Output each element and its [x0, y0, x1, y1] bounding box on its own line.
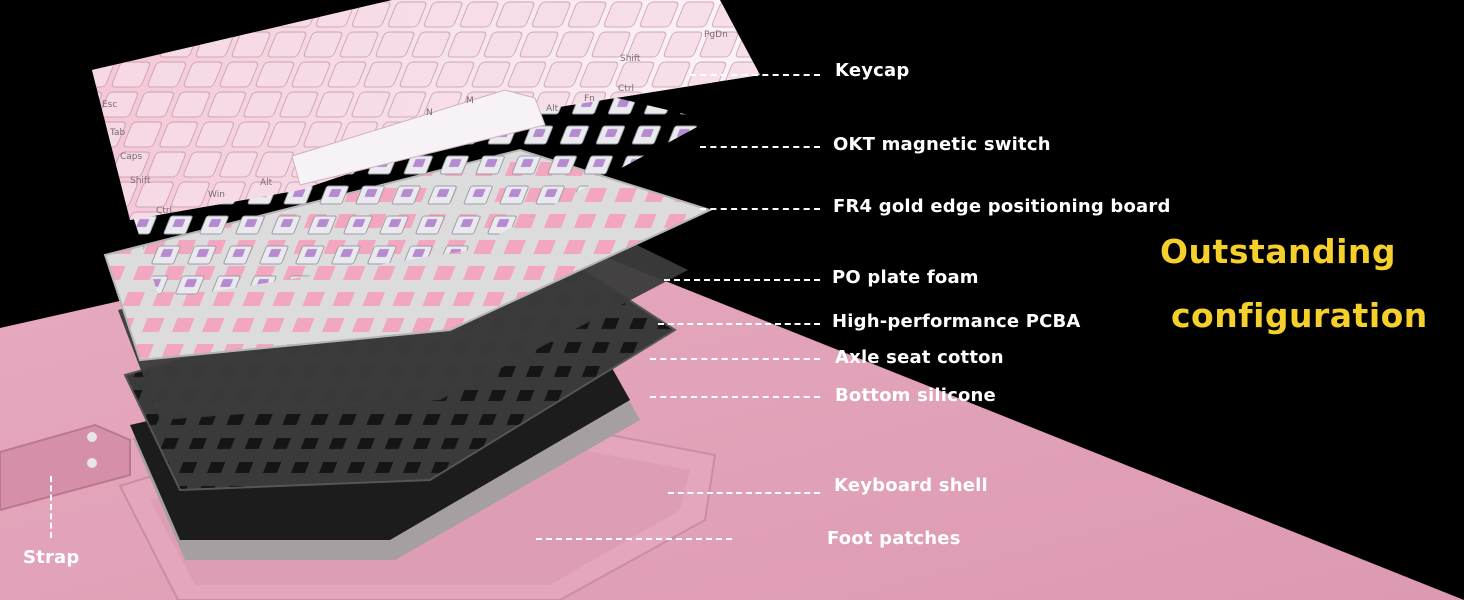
label-keycap: Keycap: [835, 60, 910, 81]
key-legend: Alt: [260, 178, 273, 188]
key-legend: PgDn: [704, 30, 728, 40]
bottom-silicone-leader-line: [650, 396, 820, 398]
pcba-leader-line: [658, 323, 820, 325]
positioning-board-leader-line: [700, 208, 820, 210]
strap: [0, 423, 131, 512]
label-strap: Strap: [23, 547, 80, 568]
label-shell: Keyboard shell: [834, 475, 988, 496]
spacebar: [291, 89, 546, 186]
key-legend: Shift: [130, 176, 151, 186]
label-positioning-board: FR4 gold edge positioning board: [833, 196, 1171, 217]
label-pcba: High-performance PCBA: [832, 311, 1081, 332]
key-legend: Ctrl: [618, 84, 635, 94]
key-legend: Tab: [110, 128, 126, 138]
strap-leader-line: [50, 476, 52, 538]
plate-foam-leader-line: [664, 279, 820, 281]
key-legend: Alt: [546, 104, 559, 114]
headline-line-2: configuration: [1171, 296, 1428, 335]
axle-cotton-leader-line: [650, 358, 820, 360]
key-legend: M: [466, 96, 474, 106]
foot-patches-leader-line: [536, 538, 732, 540]
switch-leader-line: [700, 146, 820, 148]
key-legend: Win: [208, 190, 225, 200]
label-axle-cotton: Axle seat cotton: [835, 347, 1004, 368]
key-legend: Fn: [584, 94, 595, 104]
key-legend: N: [426, 108, 433, 118]
label-bottom-silicone: Bottom silicone: [835, 385, 996, 406]
headline-line-1: Outstanding: [1160, 232, 1397, 271]
label-foot-patches: Foot patches: [827, 528, 961, 549]
key-legend: Caps: [120, 152, 143, 162]
switch-layer: [118, 75, 710, 300]
key-legend: Esc: [102, 100, 118, 110]
key-legend: Ctrl: [156, 206, 173, 216]
label-plate-foam: PO plate foam: [832, 267, 979, 288]
label-switch: OKT magnetic switch: [833, 134, 1051, 155]
shell-leader-line: [668, 492, 820, 494]
keycap-leader-line: [690, 74, 820, 76]
key-legend: Shift: [620, 54, 641, 64]
